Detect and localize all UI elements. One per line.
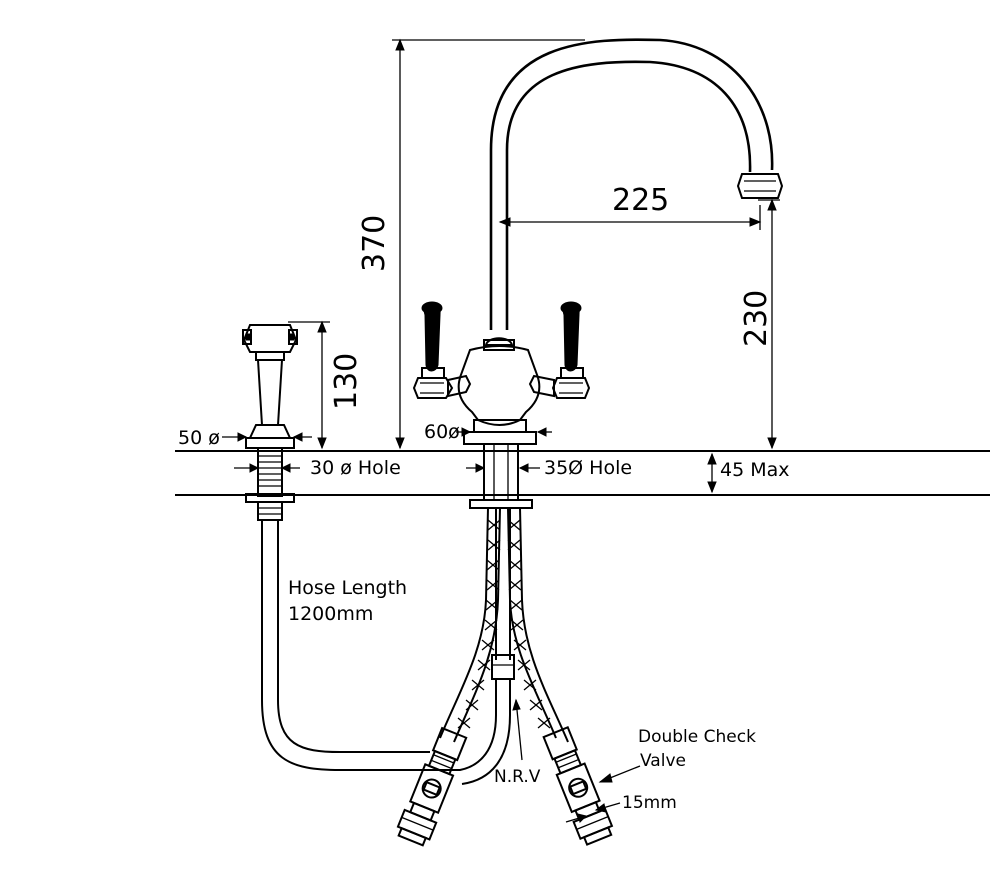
spout-clearance-label: 230 bbox=[739, 290, 774, 347]
spout-inner bbox=[505, 60, 752, 330]
nrv-fitting bbox=[491, 654, 515, 680]
right-check-valve bbox=[542, 725, 614, 846]
hot-lever-handle bbox=[528, 301, 591, 399]
spout-collar bbox=[484, 337, 514, 346]
braided-hoses bbox=[439, 507, 569, 743]
tap-body bbox=[457, 345, 541, 426]
spout-outer bbox=[489, 38, 774, 330]
mixer-tap bbox=[412, 38, 784, 509]
hose-length-label-line2: 1200mm bbox=[288, 603, 373, 625]
pipe-size-label: 15mm bbox=[622, 793, 677, 813]
left-check-valve bbox=[396, 726, 468, 847]
dimension-lines bbox=[222, 38, 780, 823]
cold-lever-handle bbox=[412, 301, 472, 399]
double-check-valve-label-line2: Valve bbox=[640, 751, 686, 771]
spray-base-diameter-label: 50 ø bbox=[178, 427, 220, 449]
spout-nozzle bbox=[736, 173, 784, 199]
spray-hose bbox=[261, 520, 511, 785]
spray-handset bbox=[242, 324, 298, 521]
spout-reach-label: 225 bbox=[612, 183, 669, 218]
tap-base bbox=[463, 431, 537, 445]
double-check-valve-label-line1: Double Check bbox=[638, 727, 756, 747]
spray-height-label: 130 bbox=[329, 353, 364, 410]
tap-hole-label: 35Ø Hole bbox=[544, 457, 632, 479]
tap-base-diameter-label: 60ø bbox=[424, 421, 460, 443]
tap-shank bbox=[469, 443, 533, 509]
worktop bbox=[175, 450, 990, 496]
nrv-label: N.R.V bbox=[494, 767, 541, 787]
deck-thickness-label: 45 Max bbox=[720, 459, 790, 481]
spout-height-label: 370 bbox=[357, 215, 392, 272]
hose-length-label-line1: Hose Length bbox=[288, 577, 407, 599]
spray-hole-label: 30 ø Hole bbox=[310, 457, 401, 479]
